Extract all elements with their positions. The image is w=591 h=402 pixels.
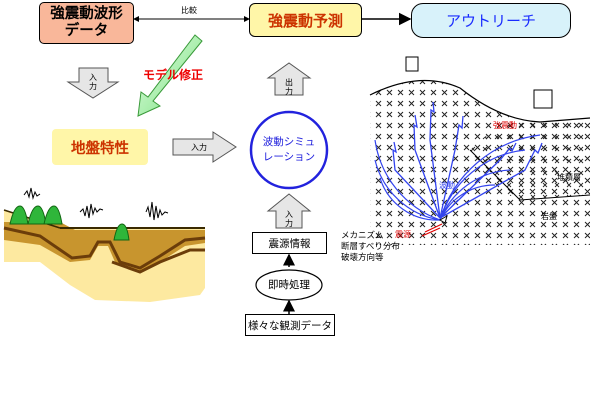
wave-simulation-circle xyxy=(249,110,329,190)
input-bottom-label: 入力 xyxy=(285,210,293,228)
input-arrow-right xyxy=(172,131,237,163)
model-fix-arrow xyxy=(137,34,203,117)
instant-processing-ellipse xyxy=(255,269,323,301)
model-fix-label: モデル修正 xyxy=(143,68,204,82)
source-note-rupture: 破壊方向等 xyxy=(341,253,384,263)
ground-property-box: 地盤特性 xyxy=(52,129,148,165)
input-arrow-left xyxy=(66,67,120,99)
output-arrow xyxy=(266,62,312,96)
waveform-data-line1: 強震動波形 xyxy=(50,6,123,22)
source-info-box: 震源情報 xyxy=(252,232,327,254)
strong-motion-label: 強震動 xyxy=(493,121,517,130)
source-note-mechanism: メカニズム xyxy=(341,231,384,241)
sediment-label: 堆積層 xyxy=(557,173,581,182)
outreach-box: アウトリーチ xyxy=(411,3,571,38)
observation-data-box: 様々な観測データ xyxy=(245,314,335,336)
ground-illustration xyxy=(3,187,206,302)
hypocenter-label: 震源 xyxy=(395,230,411,239)
compare-label: 比較 xyxy=(181,6,197,15)
wave-simulation-label: 波動シミュ レーション xyxy=(255,133,323,167)
wave-simulation-line2: レーション xyxy=(262,151,316,163)
wave-simulation-line1: 波動シミュ xyxy=(262,136,316,148)
wave-label: 波動 xyxy=(439,181,455,190)
outreach-label: アウトリーチ xyxy=(445,12,536,30)
waveform-data-box: 強震動波形 データ xyxy=(39,2,134,44)
instant-processing-label: 即時処理 xyxy=(268,279,310,291)
input-arrow-bottom xyxy=(266,193,312,229)
waveform-data-line2: データ xyxy=(64,23,109,39)
input-left-label: 入力 xyxy=(89,73,97,91)
output-label: 出力 xyxy=(285,78,293,96)
source-note-slip: 断層すべり分布 xyxy=(341,242,400,252)
bedrock-label: 岩盤 xyxy=(541,212,557,221)
prediction-box: 強震動予測 xyxy=(249,3,362,37)
observation-data-label: 様々な観測データ xyxy=(248,319,332,332)
earthquake-illustration xyxy=(369,56,591,245)
prediction-label: 強震動予測 xyxy=(267,11,343,30)
input-right-label: 入力 xyxy=(191,143,207,152)
source-info-label: 震源情報 xyxy=(268,237,311,250)
ground-property-label: 地盤特性 xyxy=(71,140,129,157)
